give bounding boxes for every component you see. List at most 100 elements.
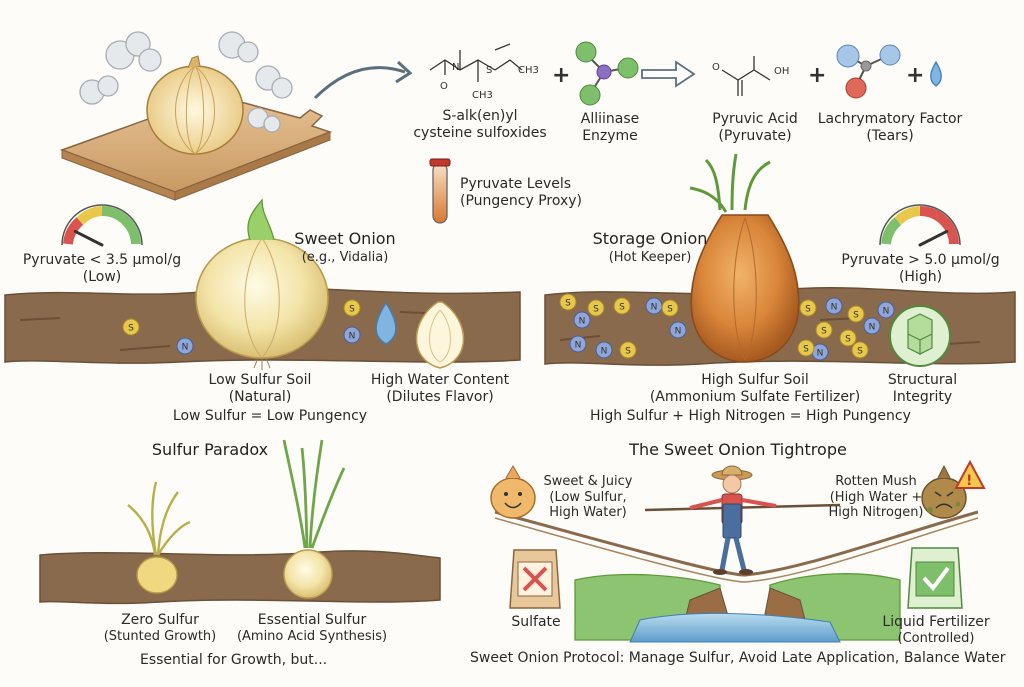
mol-label-o-minus: O [712,62,720,73]
sulfur-token-label: S [565,299,571,309]
storage-onion-subtitle: (Hot Keeper) [608,250,692,265]
nitrogen-token-label: N [675,327,682,337]
enzyme-label: Alliinase Enzyme [580,111,640,144]
sulfur-token [797,339,815,357]
reaction-arrow-icon [313,66,406,100]
farmer-tightrope-walker-icon [644,465,841,575]
cell-structure-icon [889,305,951,367]
nitrogen-token-label: N [575,341,582,351]
sulfur-token-label: S [128,324,134,334]
rotten-onion-icon [921,464,967,519]
sulfur-token [122,318,140,336]
sulfur-token [815,321,833,339]
sulfur-paradox-title: Sulfur Paradox [151,440,269,459]
precursor-label: S-alk(en)yl cysteine sulfoxides [413,108,547,141]
mol-label-s: S [486,65,492,76]
sulfate-bag-icon [509,549,561,609]
sulfur-token-label: S [619,303,625,313]
mol-label-oh: OH [774,66,789,77]
sulfur-token [847,305,865,323]
sulfur-token-label: S [803,345,809,355]
nitrogen-token [176,337,194,355]
sulfur-token [559,293,577,311]
svg-text:!: ! [966,473,972,489]
liquid-fertilizer-bag-icon [907,547,963,609]
sulfur-token-label: S [625,347,631,357]
test-tube-icon [429,158,451,224]
sulfur-token-label: S [805,305,811,315]
liquid-fertilizer-label: Liquid Fertilizer (Controlled) [882,614,990,646]
sweet-summary: Low Sulfur = Low Pungency [172,408,368,424]
tear-drop-icon [930,60,942,87]
low-sulfur-soil-label: Low Sulfur Soil (Natural) [208,372,312,405]
sweet-onion-subtitle: (e.g., Vidalia) [301,250,389,265]
pyruvic-acid-label: Pyruvic Acid (Pyruvate) [712,111,798,144]
nitrogen-token-label: N [182,343,189,353]
sulfur-token-label: S [593,305,599,315]
sulfur-token [613,297,631,315]
nitrogen-token-label: N [869,323,876,333]
sweet-gauge-label: Pyruvate < 3.5 µmol/g (Low) [22,252,182,285]
zero-sulfur-label: Zero Sulfur (Stunted Growth) [103,612,217,644]
river [629,612,841,643]
nitrogen-token [573,311,591,329]
sulfur-token-label: S [853,311,859,321]
storage-summary: High Sulfur + High Nitrogen = High Punge… [590,408,911,424]
paradox-caption: Essential for Growth, but... [140,652,328,668]
tightrope-title: The Sweet Onion Tightrope [629,440,847,459]
nitrogen-token [595,341,613,359]
warning-icon: ! [954,459,986,489]
sulfur-token-label: S [845,335,851,345]
water-drop-icon [375,301,397,345]
nitrogen-token [825,297,843,315]
mol-label-ch3-b: CH3 [472,90,493,101]
alliinase-enzyme-icon [575,41,639,106]
sulfur-token [661,299,679,317]
pyruvate-note: Pyruvate Levels (Pungency Proxy) [460,176,583,209]
plus-sign: + [906,63,924,88]
nitrogen-token [863,317,881,335]
storage-onion-title: Storage Onion [592,229,708,248]
sulfur-token-label: S [857,347,863,357]
nitrogen-token-label: N [579,317,586,327]
tightrope-ground [574,573,901,643]
nitrogen-token [569,335,587,353]
high-sulfur-soil-label: High Sulfur Soil (Ammonium Sulfate Ferti… [649,372,861,405]
lachrymatory-factor-molecule [836,44,901,99]
cut-sweet-onion-icon [415,301,465,369]
enzyme-arrow-icon [641,60,696,88]
mol-label-o: O [440,81,448,92]
nitrogen-token-label: N [651,303,658,313]
nitrogen-token [343,326,361,344]
stunted-onion-icon [127,481,191,594]
cysteine-sulfoxide-molecule [429,43,523,82]
sulfur-token [839,329,857,347]
rotten-mush-label: Rotten Mush (High Water + High Nitrogen) [828,474,924,521]
sulfur-token-label: S [821,327,827,337]
sulfate-label: Sulfate [511,614,561,630]
plus-sign: + [808,63,826,88]
nitrogen-token-label: N [349,332,356,342]
paradox-soil-strip [39,550,441,605]
steam-cloud-icon [79,31,293,133]
tightrope-rope [494,510,979,577]
mol-label-n: N [452,62,459,73]
lachrymatory-label: Lachrymatory Factor (Tears) [817,111,963,144]
storage-gauge-label: Pyruvate > 5.0 µmol/g (High) [841,252,1000,285]
cut-onion-icon [146,55,244,155]
protocol-caption: Sweet Onion Protocol: Manage Sulfur, Avo… [470,650,1006,666]
happy-onion-icon [490,465,536,519]
pyruvic-acid-molecule [721,56,771,96]
nitrogen-token-label: N [831,303,838,313]
sulfur-token [799,299,817,317]
healthy-onion-icon [282,439,346,599]
sulfur-token [587,299,605,317]
nitrogen-token-label: N [601,347,608,357]
nitrogen-token-label: N [817,349,824,359]
plus-sign: + [552,63,570,88]
sulfur-token [619,341,637,359]
gauge-high-icon [879,204,961,247]
sulfur-token [851,341,869,359]
sweet-onion-title: Sweet Onion [294,229,396,248]
